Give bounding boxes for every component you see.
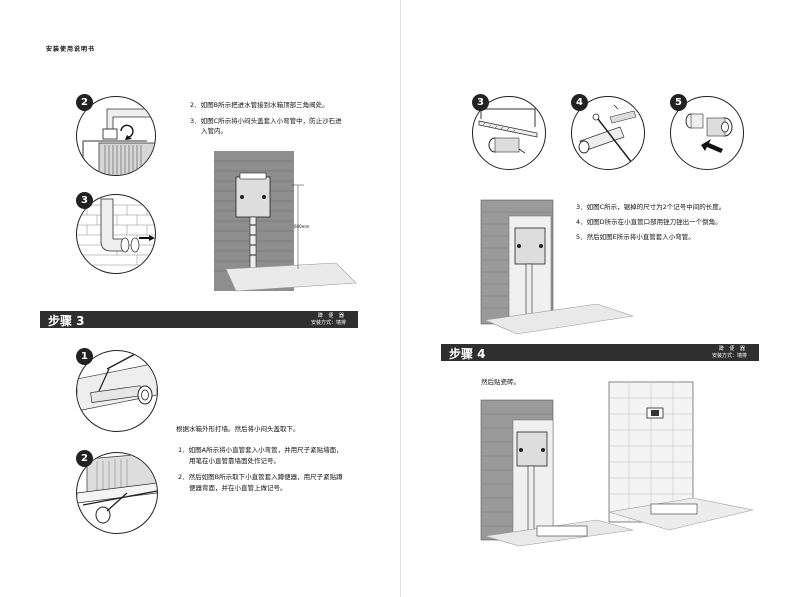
faucet-illustration [82,108,155,175]
step3-instruction1: 1．如图A所示将小直管套入小弯管，并用尺子紧贴墙面， [178,446,343,454]
right-wall-illustration [480,199,634,335]
step-badge-2: 2 [76,94,93,111]
instruction-step3-cont: 入管内。 [201,127,227,135]
right-step-badge-5: 5 [670,94,687,111]
step-badge-2b: 2 [76,450,93,467]
manual-header: 安装使用说明书 [46,46,96,53]
step3-meta-method: 安装方式：墙排 [310,320,346,326]
ruler-pipe-illustration [77,352,157,412]
detail-circle-toilet [76,452,158,534]
detail-circle-faucet [76,96,156,176]
step4-meta-product: 蹲 便 器 [718,346,747,352]
right-page: 3 4 5 [401,0,801,597]
right-instruction-5: 5．然后如图E所示将小直管套入小弯管。 [576,233,695,241]
after-tiling-illustration [608,381,754,531]
left-page: 安装使用说明书 2 [0,0,400,597]
wall-tank-illustration [214,151,357,292]
right-step-badge-4: 4 [571,94,588,111]
before-tiling-illustration [480,399,634,547]
step3-instruction1-cont: 用笔在小直管靠墙面处作记号。 [189,457,280,465]
page-gutter [399,0,401,597]
detail-circle-cap [76,194,156,274]
instruction-step3: 3．如图C所示将小闷头盖套入小弯管中，防止沙石进 [190,117,342,125]
step3-intro: 根据水箱外形打墙。然后将小闷头盖取下。 [176,425,300,433]
step4-bar: 步骤 4 蹲 便 器 安装方式：墙排 [441,344,759,361]
step-badge-3: 3 [76,192,93,209]
right-step-badge-3: 3 [472,94,489,111]
toilet-marking-illustration [77,453,157,524]
detail-circle-ruler [76,350,158,432]
right-instruction-3: 3．如图C所示，锯掉的尺寸为2个记号中间的长度。 [576,203,726,211]
tile-note: 然后贴瓷砖。 [481,378,520,386]
step-badge-1: 1 [76,348,93,365]
dimension-label: 600mm [294,224,310,229]
file-illustration [578,104,637,164]
step3-instruction2-cont: 便器背面，并在小直管上做记号。 [189,484,287,492]
insert-pipe-illustration [685,113,733,153]
step4-title: 步骤 4 [449,347,486,361]
saw-illustration [478,108,538,154]
step3-bar: 步骤 3 蹲 便 器 安装方式：墙排 [40,311,358,328]
step3-instruction2: 2．然后如图B所示取下小直管套入蹲便器，用尺子紧贴蹲 [178,473,343,481]
step3-meta-product: 蹲 便 器 [317,313,346,319]
step3-title: 步骤 3 [48,314,85,328]
instruction-step2: 2．如图B所示把进水管接到水箱顶部三角阀处。 [190,101,329,109]
step4-meta-method: 安装方式：墙排 [711,353,747,359]
right-instruction-4: 4．如图D所示在小直管口部用锉刀锉出一个倒角。 [576,218,722,226]
